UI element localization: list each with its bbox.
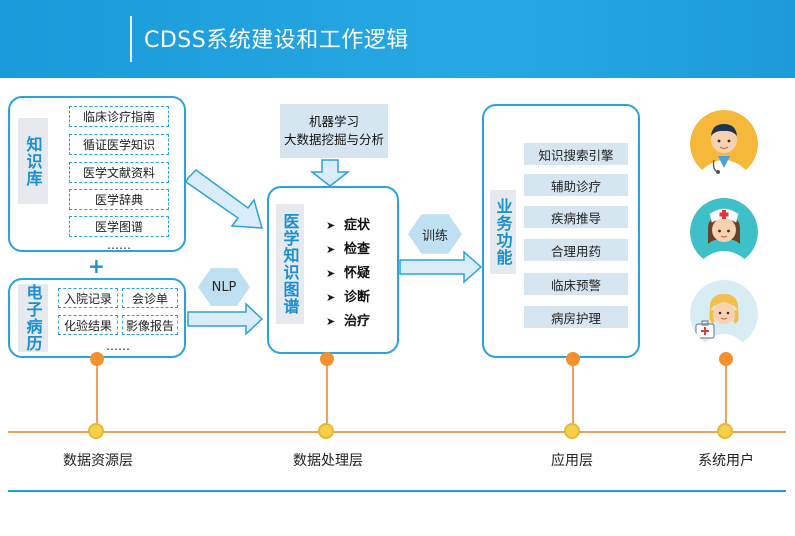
stem-users (725, 360, 727, 432)
emr-to-graph-arrow (187, 302, 264, 336)
app-item-nursing: 病房护理 (524, 306, 628, 328)
bullet-icon: ➤ (326, 291, 336, 304)
kb-item-dictionary: 医学辞典 (69, 189, 169, 210)
kb-item-guidelines: 临床诊疗指南 (69, 106, 169, 127)
knowledge-base-label: 知识库 (18, 118, 48, 204)
kg-item-diagnosis: ➤诊断 (326, 290, 371, 305)
plus-icon: + (88, 254, 105, 278)
dot-data-resource (90, 352, 104, 366)
app-item-search: 知识搜索引擎 (524, 143, 628, 165)
ml-line2: 大数据挖掘与分析 (283, 132, 384, 147)
bullet-icon: ➤ (326, 315, 336, 328)
app-item-warning: 临床预警 (524, 273, 628, 295)
nlp-badge: NLP (198, 268, 250, 306)
kg-item-suspect: ➤怀疑 (326, 266, 371, 281)
doctor-icon (690, 110, 758, 178)
kb-to-graph-arrow (185, 169, 264, 229)
bullet-icon: ➤ (326, 267, 336, 280)
ml-line1: 机器学习 (308, 114, 359, 129)
app-item-drug: 合理用药 (524, 239, 628, 261)
axis-dot-application (564, 423, 580, 439)
kg-item-treatment: ➤治疗 (326, 314, 371, 329)
ml-box: 机器学习 大数据挖掘与分析 (280, 104, 388, 158)
page-title: CDSS系统建设和工作逻辑 (144, 28, 409, 53)
emr-item-imaging: 影像报告 (122, 315, 178, 335)
stem-data-processing (326, 360, 328, 432)
layer-label-data-processing: 数据处理层 (293, 453, 363, 469)
stem-data-resource (96, 360, 98, 432)
kb-item-evidence: 循证医学知识 (69, 134, 169, 155)
layer-label-application: 应用层 (551, 453, 593, 469)
bottom-rule (8, 490, 786, 492)
app-item-disease: 疾病推导 (524, 206, 628, 228)
bullet-icon: ➤ (326, 243, 336, 256)
header-bar (0, 0, 795, 78)
emr-item-consultation: 会诊单 (122, 288, 178, 308)
kb-item-atlas: 医学图谱 (69, 216, 169, 237)
bullet-icon: ➤ (326, 219, 336, 232)
train-badge: 训练 (408, 214, 462, 254)
header-divider (130, 16, 132, 62)
layer-label-data-resource: 数据资源层 (63, 453, 133, 469)
axis-dot-data-resource (88, 423, 104, 439)
dot-data-processing (320, 352, 334, 366)
kb-more: …… (107, 238, 131, 252)
ml-to-graph-arrow (309, 159, 351, 187)
stem-application (572, 360, 574, 432)
dot-users (719, 352, 733, 366)
caregiver-icon (690, 280, 758, 348)
axis-dot-users (717, 423, 733, 439)
axis-dot-data-processing (318, 423, 334, 439)
emr-item-lab: 化验结果 (58, 315, 118, 335)
kb-item-literature: 医学文献资料 (69, 162, 169, 183)
kg-item-symptom: ➤症状 (326, 218, 371, 233)
timeline-axis (8, 431, 786, 433)
emr-label: 电子病历 (18, 284, 48, 352)
emr-item-admission: 入院记录 (58, 288, 118, 308)
knowledge-graph-label: 医学知识图谱 (276, 204, 304, 324)
layer-label-users: 系统用户 (698, 453, 754, 469)
nurse-icon (690, 198, 758, 266)
graph-to-business-arrow (399, 250, 483, 284)
app-item-assist: 辅助诊疗 (524, 174, 628, 196)
business-label: 业务功能 (490, 190, 516, 274)
dot-application (566, 352, 580, 366)
emr-more: …… (106, 339, 130, 353)
kg-item-exam: ➤检查 (326, 242, 371, 257)
